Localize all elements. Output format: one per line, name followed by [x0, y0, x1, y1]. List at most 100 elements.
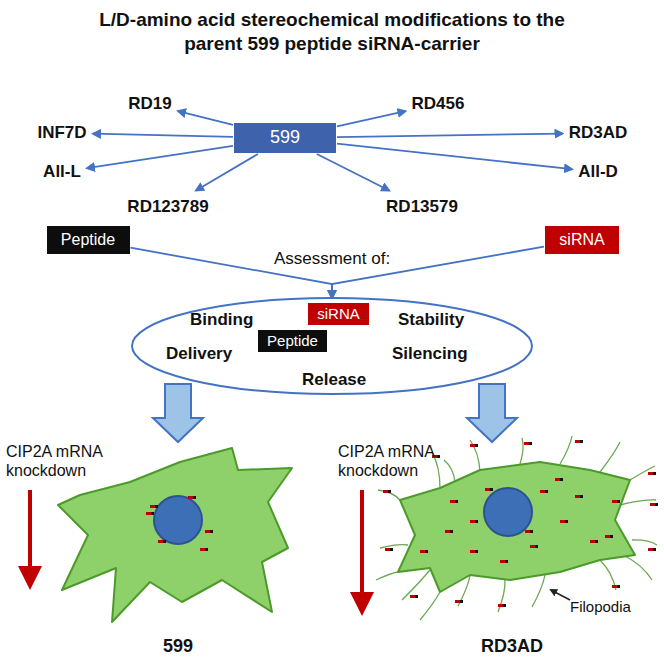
- sirna-particle: [650, 503, 655, 506]
- sirna-particle: [530, 545, 535, 548]
- peptide-particle: [490, 488, 493, 491]
- filopodium: [532, 575, 545, 607]
- peptide-particle: [655, 503, 658, 506]
- sirna-particle: [410, 595, 415, 598]
- assessment-label: Assessment of:: [232, 249, 432, 269]
- filopodium: [420, 592, 440, 620]
- sirna-particle: [146, 512, 151, 515]
- peptide-particle: [530, 530, 533, 533]
- filopodium: [402, 570, 430, 600]
- filopodium: [560, 436, 572, 464]
- peptide-particle: [455, 500, 458, 503]
- peptide-particle: [595, 540, 598, 543]
- peptide-particle: [163, 540, 166, 543]
- peptide-particle: [617, 585, 620, 588]
- sirna-particle: [205, 530, 210, 533]
- peptide-particle: [529, 442, 532, 445]
- connector: [93, 134, 233, 137]
- peptide-particle: [460, 600, 463, 603]
- peptide-particle: [475, 444, 478, 447]
- node-text: Stability: [398, 310, 464, 330]
- peptide-particle: [390, 548, 393, 551]
- knockdown-arrow: [28, 490, 32, 578]
- filopodium: [444, 460, 455, 482]
- sirna-particle: [575, 495, 580, 498]
- node-text: Silencing: [392, 344, 468, 364]
- peptide-box: Peptide: [47, 226, 130, 254]
- node-text: RD13579: [386, 197, 458, 217]
- peptide-particle: [155, 505, 158, 508]
- filopodium: [630, 466, 655, 480]
- variant-label: RD123789: [125, 195, 211, 220]
- variant-label: RD3AD: [567, 121, 630, 146]
- connector: [87, 146, 233, 168]
- filopodium: [600, 442, 620, 472]
- node-text: Binding: [190, 310, 253, 330]
- knockdown-label: CIP2A mRNA knockdown: [6, 442, 124, 480]
- node-text: INF7D: [37, 123, 86, 143]
- sirna-particle: [470, 520, 475, 523]
- cell-label: RD3AD: [452, 636, 572, 657]
- node-text: Delivery: [166, 344, 232, 364]
- knockdown-arrow: [360, 490, 364, 604]
- sirna-particle: [575, 440, 580, 443]
- node-text: All-D: [578, 162, 618, 182]
- peptide-particle: [653, 548, 656, 551]
- nucleus: [484, 488, 532, 536]
- peptide-box: Peptide: [258, 330, 327, 352]
- node-text: RD456: [412, 94, 465, 114]
- variant-label: RD13579: [384, 195, 460, 220]
- peptide-particle: [210, 530, 213, 533]
- variant-label: All-D: [576, 160, 620, 185]
- filopodium: [378, 490, 400, 500]
- peptide-particle: [503, 604, 506, 607]
- peptide-particle: [580, 440, 583, 443]
- peptide-particle: [610, 535, 613, 538]
- sirna-particle: [648, 472, 653, 475]
- sirna-particle: [612, 585, 617, 588]
- peptide-particle: [437, 455, 440, 458]
- filopodia-label: Filopodia: [570, 598, 631, 615]
- sirna-particles: [146, 440, 658, 607]
- peptide-particle: [565, 520, 568, 523]
- connector: [337, 111, 406, 126]
- sirna-particle: [498, 604, 503, 607]
- sirna-particle: [383, 490, 388, 493]
- sirna-particle: [200, 548, 205, 551]
- sirna-box: siRNA: [308, 303, 369, 325]
- leader-arrow: [551, 590, 570, 600]
- cell: [398, 462, 635, 592]
- peptide-particle: [450, 530, 453, 533]
- sirna-particle: [555, 478, 560, 481]
- block-arrow: [467, 384, 517, 442]
- peptide-particle: [535, 545, 538, 548]
- connector: [337, 134, 563, 138]
- peptide-particle: [560, 478, 563, 481]
- node-text: RD123789: [127, 197, 208, 217]
- sirna-particle: [648, 548, 653, 551]
- filopodium: [632, 540, 657, 545]
- sirna-particle: [470, 550, 475, 553]
- filopodium: [600, 560, 616, 590]
- sirna-particle: [500, 560, 505, 563]
- node-text: Peptide: [267, 332, 318, 350]
- sirna-particle: [420, 550, 425, 553]
- assessment-ellipse: BindingStabilityDeliverySilencingRelease…: [130, 296, 534, 396]
- peptide-particle: [205, 548, 208, 551]
- sirna-particle: [188, 496, 193, 499]
- sirna-particle: [158, 540, 163, 543]
- nucleus: [154, 496, 202, 544]
- node-text: siRNA: [317, 305, 360, 323]
- peptide-particle: [425, 550, 428, 553]
- variant-label: All-L: [41, 160, 83, 185]
- sirna-particle: [525, 530, 530, 533]
- filopodium: [620, 500, 656, 505]
- connector: [317, 154, 389, 191]
- peptide-particle: [475, 550, 478, 553]
- sirna-box: siRNA: [545, 226, 619, 254]
- cell: [58, 448, 292, 622]
- filopodium: [498, 580, 505, 612]
- node-text: All-L: [43, 162, 81, 182]
- sirna-particle: [605, 535, 610, 538]
- variant-label: RD19: [126, 92, 174, 117]
